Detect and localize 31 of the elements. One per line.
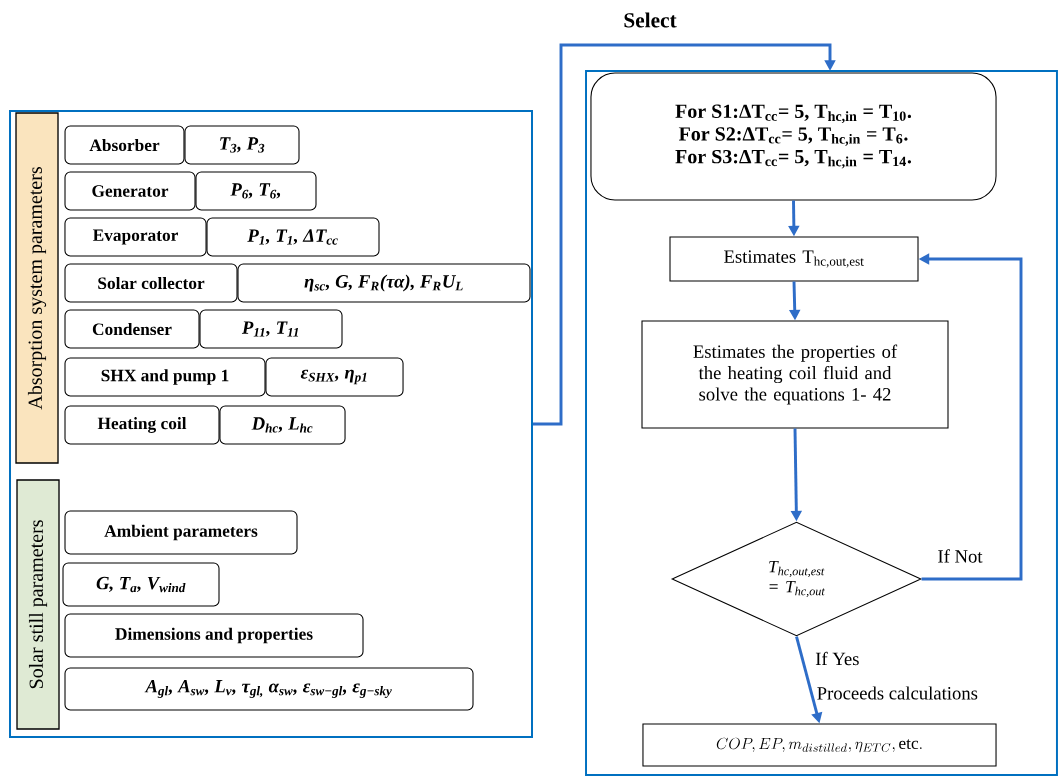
value-box: T$_{3}$, P$_{3}$ [184,125,300,165]
parameter-box: Dimensions and properties [64,613,364,658]
panel-frame [585,70,1058,776]
value-box: ε$_{SHX}$, η$_{p1}$ [265,357,404,397]
panel-frame [9,110,533,738]
value-box: G, T$_{a}$, V$_{wind}$ [62,562,220,607]
parameter-box: SHX and pump 1 [64,357,266,397]
parameter-box: Absorber [64,125,185,165]
arrow [533,43,836,426]
parameter-box: Generator [64,171,196,211]
parameter-box: Evaporator [64,217,207,257]
value-box: P$_{1}$, T$_{1}$, ΔT$_{cc}$ [206,217,380,257]
process-box: Estimates T$_{hc,out,est}$ [669,236,919,282]
parameter-box: Solar collector [64,263,238,303]
note-text: Proceeds calculations [817,686,978,700]
edge-label: Select [624,12,677,28]
value-box: D$_{hc}$, L$_{hc}$ [219,405,346,445]
edge-label: If Yes [815,651,859,666]
category-band: Absorption system parameters [15,112,59,464]
value-box: A$_{gl}$, A$_{sw}$, L$_{v}$, τ$_{gl,}$ α$_{sw}$, ε$_{sw−gl}$, ε$_{g−sky}$ [64,667,474,711]
category-band: Solar still parameters [16,479,60,730]
result-box: $COP, EP, m_{distilled}, \eta_{ETC}, \mathrm{etc.}$ [642,723,997,767]
condition-box: For S1:ΔT$_{cc}$= 5, T$_{hc,in}$ = T$_{10}$. For S2:ΔT$_{cc}$= 5, T$_{hc,in}$ = T$_{6}$. For S3:ΔT$_{cc}$= 5, T$_{hc,in}$ = T$_{14}$. [590,72,997,201]
parameter-box: Ambient parameters [64,510,298,555]
parameter-box: Heating coil [64,405,220,445]
edge-label: If Not [938,549,983,563]
process-box: Estimates the properties of the heating coil fluid and solve the equations 1- 42 [641,320,949,429]
value-box: η$_{sc}$, G, F$_{R}$(τα), F$_{R}$U$_{L}$ [237,263,531,303]
value-box: P$_{6}$, T$_{6}$, [195,171,317,211]
parameter-box: Condenser [64,309,200,349]
value-box: P$_{11}$, T$_{11}$ [199,309,343,349]
